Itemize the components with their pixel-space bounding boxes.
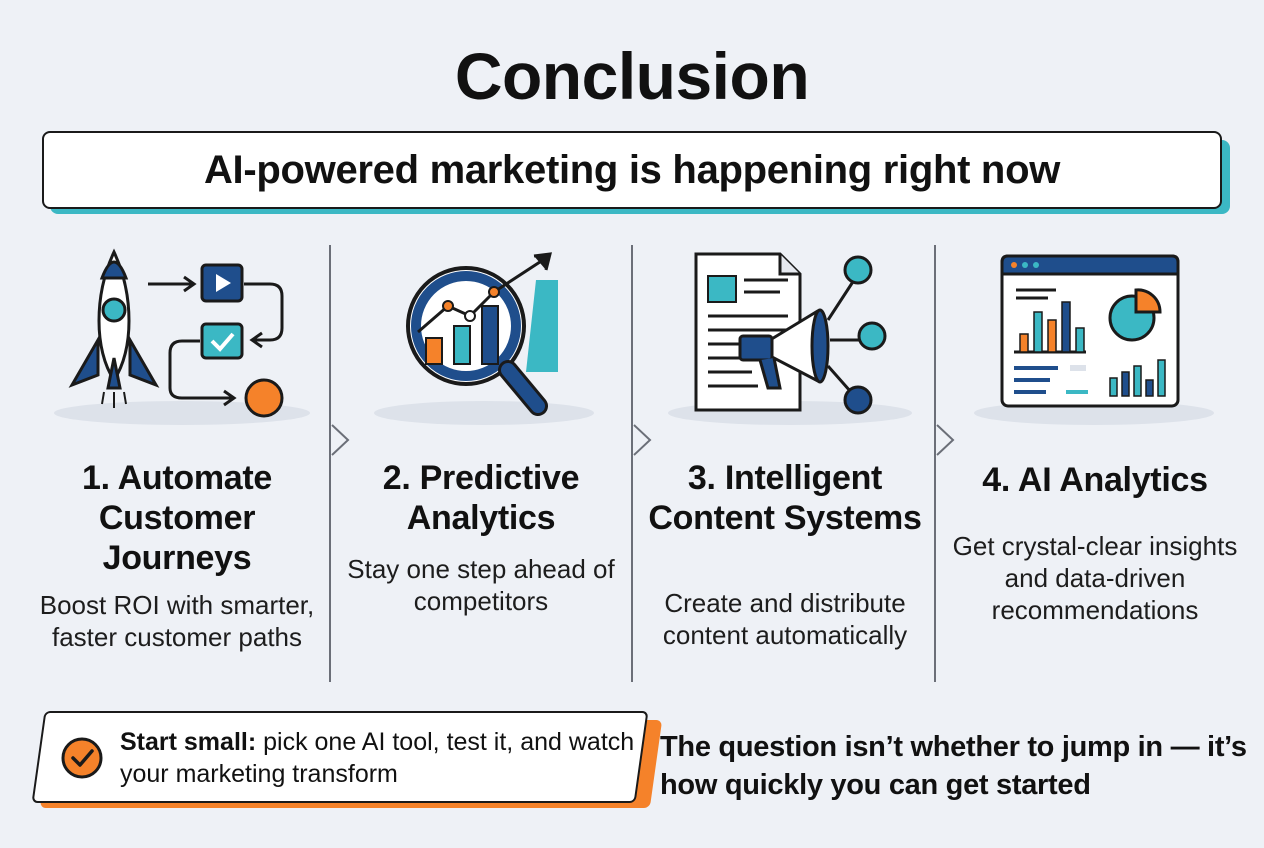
column-divider (631, 245, 633, 682)
column-divider (329, 245, 331, 682)
column-heading: 1. Automate Customer Journeys (81, 459, 273, 577)
column-heading: 4. AI Analytics (982, 461, 1208, 499)
chevron-right-icon (633, 424, 652, 456)
rocket-workflow-icon (54, 248, 310, 425)
column-description: Get crystal-clear insights and data-driv… (952, 531, 1238, 625)
check-circle-icon (61, 737, 103, 779)
dashboard-icon (974, 254, 1214, 425)
column-description: Stay one step ahead of competitors (347, 554, 615, 616)
column-heading: 3. Intelligent Content Systems (648, 459, 922, 537)
column-description: Boost ROI with smarter, faster customer … (39, 590, 315, 652)
document-megaphone-icon (668, 252, 912, 425)
page-title: Conclusion (454, 39, 810, 113)
cta-body: pick one AI tool, test it, and watch you… (120, 728, 635, 788)
cta-strong: Start small: (120, 728, 257, 756)
chevron-right-icon (936, 424, 955, 456)
cta-text: Start small: pick one AI tool, test it, … (120, 726, 640, 790)
closing-question: The question isn’t whether to jump in — … (660, 731, 1247, 801)
magnifier-chart-icon (374, 252, 594, 425)
column-heading: 2. Predictive Analytics (382, 459, 580, 537)
column-description: Create and distribute content automatica… (662, 588, 908, 650)
cta-content: Start small: pick one AI tool, test it, … (60, 718, 640, 798)
column-divider (934, 245, 936, 682)
subtitle-text: AI-powered marketing is happening right … (203, 147, 1061, 192)
subtitle-banner: AI-powered marketing is happening right … (42, 131, 1222, 209)
chevron-right-icon (331, 424, 350, 456)
